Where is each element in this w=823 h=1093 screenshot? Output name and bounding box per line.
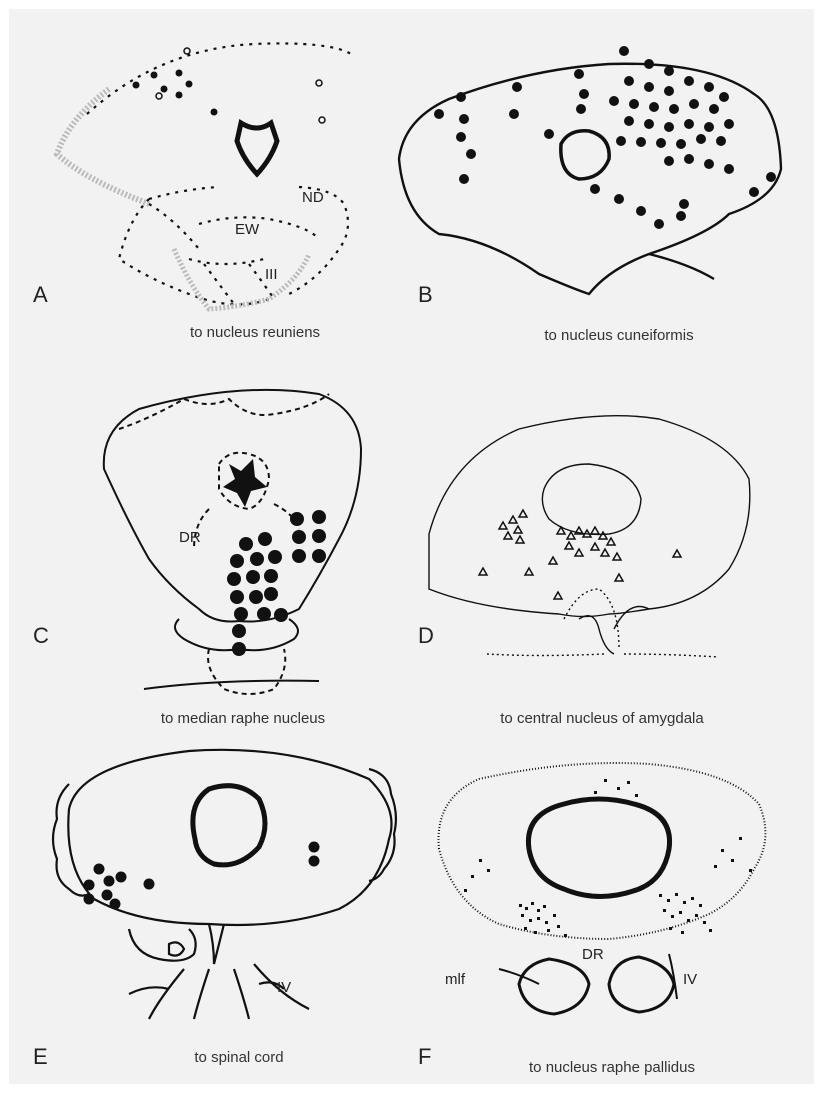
figure-drawings — [9, 9, 814, 1084]
panel-a-label-ew: EW — [235, 221, 259, 238]
panel-a-caption: to nucleus reuniens — [65, 324, 445, 341]
panel-c-caption: to median raphe nucleus — [53, 710, 433, 727]
panel-b-caption: to nucleus cuneiformis — [429, 327, 809, 344]
panel-c-letter: C — [33, 623, 49, 649]
panel-c-label-dr: DR — [179, 529, 201, 546]
panel-d-letter: D — [418, 623, 434, 649]
panel-d-caption: to central nucleus of amygdala — [412, 710, 792, 727]
panel-e-caption: to spinal cord — [49, 1049, 429, 1066]
panel-e-drawing — [53, 750, 396, 1019]
panel-e-label-iv: IV — [277, 979, 291, 996]
figure: A B C D E F to nucleus reuniens to nucle… — [9, 9, 814, 1084]
panel-a-drawing — [57, 43, 351, 309]
panel-c-cell-markers — [227, 510, 326, 656]
panel-b-letter: B — [418, 282, 433, 308]
panel-a-cell-markers — [133, 48, 326, 123]
panel-f-drawing — [439, 763, 766, 1014]
panel-b-cell-markers — [434, 46, 776, 229]
panel-f-label-dr: DR — [582, 946, 604, 963]
panel-a-letter: A — [33, 282, 48, 308]
panel-a-label-nd: ND — [302, 189, 324, 206]
panel-f-label-mlf: mlf — [445, 971, 465, 988]
panel-a-label-iii: III — [265, 266, 278, 283]
panel-d-cell-markers — [479, 510, 681, 599]
panel-e-letter: E — [33, 1044, 48, 1070]
panel-f-caption: to nucleus raphe pallidus — [422, 1059, 802, 1076]
panel-f-label-iv: IV — [683, 971, 697, 988]
